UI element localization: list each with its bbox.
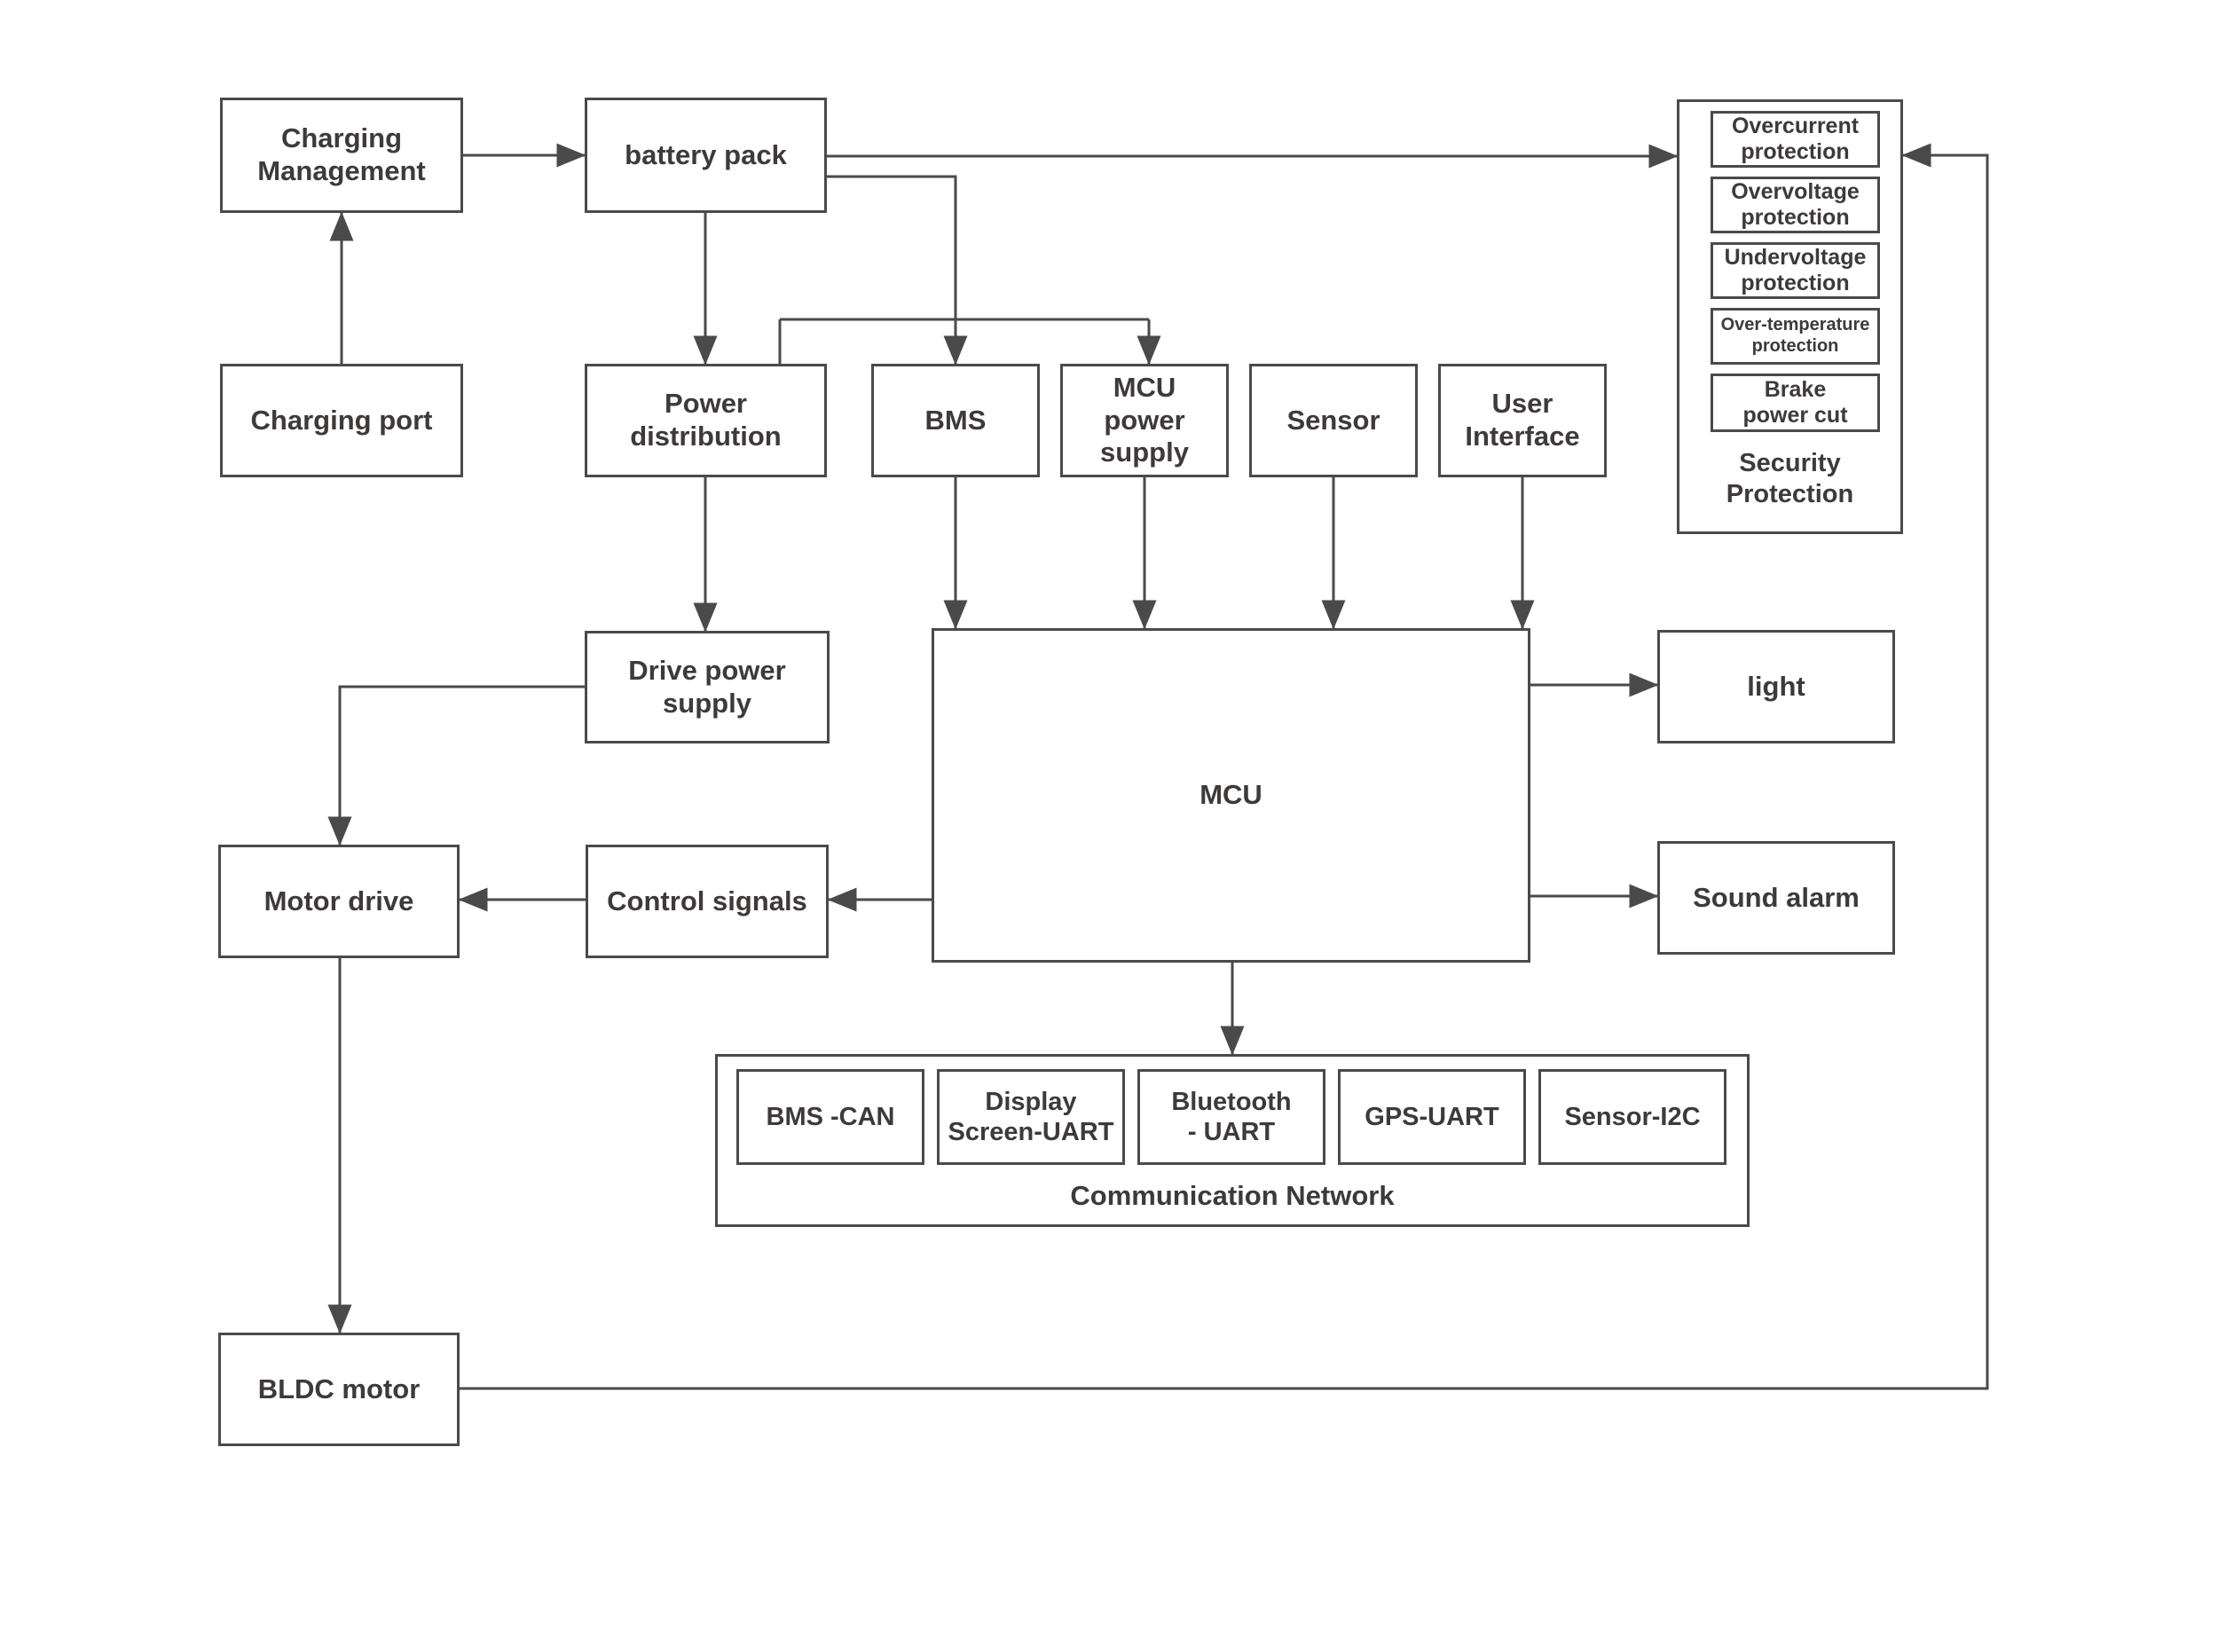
node-overvoltage-protection: Overvoltage protection <box>1711 177 1880 233</box>
node-undervoltage-protection-label: Undervoltage protection <box>1724 244 1867 296</box>
connector-bldc-motor-to-security-protection <box>460 143 1989 1390</box>
node-control-signals-label: Control signals <box>607 885 807 916</box>
node-drive-power-supply: Drive power supply <box>585 631 830 743</box>
node-sensor-label: Sensor <box>1286 404 1380 436</box>
node-gps-uart: GPS-UART <box>1338 1069 1526 1165</box>
node-bms: BMS <box>871 364 1040 477</box>
node-display-screen-uart: Display Screen-UART <box>937 1069 1125 1165</box>
node-gps-uart-label: GPS-UART <box>1365 1102 1499 1131</box>
node-bldc-motor: BLDC motor <box>218 1333 460 1446</box>
node-sensor-i2c-label: Sensor-I2C <box>1564 1102 1701 1131</box>
node-undervoltage-protection: Undervoltage protection <box>1711 242 1880 299</box>
node-charging-management: Charging Management <box>220 98 463 213</box>
node-over-temperature-protection: Over-temperature protection <box>1711 308 1880 365</box>
node-battery-pack: battery pack <box>585 98 827 213</box>
node-power-distribution-label: Power distribution <box>630 388 782 452</box>
node-mcu-power-supply-label: MCU power supply <box>1100 372 1189 468</box>
node-bms-label: BMS <box>924 404 987 436</box>
node-charging-management-label: Charging Management <box>257 122 426 186</box>
node-sound-alarm: Sound alarm <box>1657 841 1895 955</box>
node-overcurrent-protection: Overcurrent protection <box>1711 111 1880 168</box>
node-light-label: light <box>1747 670 1805 702</box>
node-brake-power-cut: Brake power cut <box>1711 374 1880 432</box>
node-bldc-motor-label: BLDC motor <box>257 1373 421 1404</box>
node-sound-alarm-label: Sound alarm <box>1693 881 1860 913</box>
node-over-temperature-protection-label: Over-temperature protection <box>1720 315 1870 356</box>
node-control-signals: Control signals <box>586 845 829 958</box>
node-overcurrent-protection-label: Overcurrent protection <box>1731 113 1860 165</box>
node-charging-port-label: Charging port <box>250 404 433 436</box>
node-bms-can-label: BMS -CAN <box>766 1102 895 1131</box>
connector-drive-power-supply-to-motor-drive <box>327 685 585 846</box>
node-display-screen-uart-label: Display Screen-UART <box>948 1087 1114 1146</box>
node-drive-power-supply-label: Drive power supply <box>628 654 786 719</box>
node-sensor: Sensor <box>1249 364 1418 477</box>
node-motor-drive: Motor drive <box>218 845 460 958</box>
node-bms-can: BMS -CAN <box>736 1069 924 1165</box>
node-mcu: MCU <box>932 628 1530 963</box>
node-motor-drive-label: Motor drive <box>263 885 414 916</box>
group-communication-network-caption: Communication Network <box>1070 1180 1395 1212</box>
node-brake-power-cut-label: Brake power cut <box>1742 376 1848 429</box>
node-light: light <box>1657 630 1895 743</box>
node-sensor-i2c: Sensor-I2C <box>1538 1069 1726 1165</box>
node-battery-pack-label: battery pack <box>625 138 787 170</box>
node-bluetooth-uart-label: Bluetooth - UART <box>1171 1087 1292 1146</box>
node-mcu-label: MCU <box>1199 779 1262 811</box>
node-user-interface: User Interface <box>1438 364 1607 477</box>
node-mcu-power-supply: MCU power supply <box>1060 364 1229 477</box>
node-power-distribution: Power distribution <box>585 364 827 477</box>
node-user-interface-label: User Interface <box>1465 388 1580 452</box>
node-charging-port: Charging port <box>220 364 463 477</box>
node-overvoltage-protection-label: Overvoltage protection <box>1731 178 1860 231</box>
connector-battery-pack-to-bms <box>827 175 968 366</box>
node-bluetooth-uart: Bluetooth - UART <box>1137 1069 1325 1165</box>
group-security-protection-caption: Security Protection <box>1726 449 1854 508</box>
